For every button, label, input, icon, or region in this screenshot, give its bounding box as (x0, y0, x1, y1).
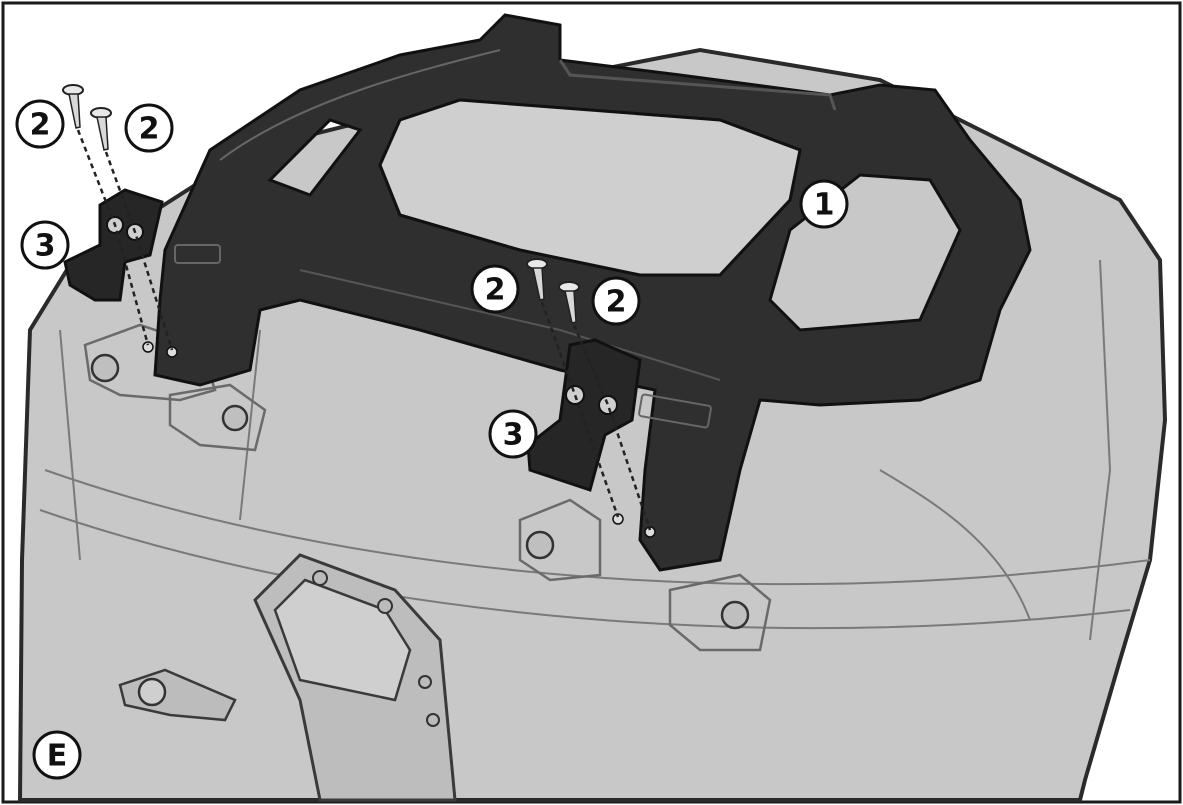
latch-bolt (312, 570, 328, 586)
callout-screw-c: 2 (470, 264, 520, 314)
case-panel-line-2 (239, 329, 261, 521)
recess-right (518, 498, 602, 582)
callout-screw-c-label: 2 (485, 273, 506, 308)
screw-shank (68, 93, 81, 129)
callout-rack-label: 1 (814, 188, 835, 223)
guide-line (540, 301, 620, 518)
screw-left-1 (62, 84, 84, 129)
screw-left-2 (90, 107, 112, 151)
screw-shank (532, 267, 545, 301)
case-edge-line-right (1089, 259, 1112, 641)
latch-inner (273, 578, 412, 702)
callout-bracket-left: 3 (20, 220, 70, 270)
guide-line (572, 324, 652, 531)
rack-window-panel (378, 98, 802, 277)
callout-screw-a: 2 (15, 99, 65, 149)
rack-highlight-2 (299, 269, 721, 381)
recess-right-2-hole (720, 600, 750, 630)
case-edge-line (59, 329, 81, 561)
recess-right-2 (668, 573, 772, 652)
callout-screw-a-label: 2 (30, 108, 51, 143)
recess-left-2 (168, 383, 267, 452)
figure-step-label: E (32, 730, 82, 780)
callout-screw-d: 2 (591, 276, 641, 326)
guide-line (104, 151, 174, 351)
rack-foot-hole-left-1 (142, 341, 154, 353)
guide-line (76, 129, 150, 346)
recess-left (83, 323, 217, 402)
screw-right-2 (558, 281, 580, 324)
rack-handle-bar (558, 59, 837, 111)
latch-bolt-4 (426, 713, 440, 727)
callout-bracket-left-label: 3 (35, 229, 56, 264)
bracket-right (526, 338, 642, 492)
assembly-guides (76, 129, 652, 531)
screw-shank (96, 116, 109, 151)
callout-screw-b-label: 2 (139, 112, 160, 147)
rack-slot-left (174, 244, 221, 264)
rack-foot-hole-right-2 (644, 526, 656, 538)
callout-bracket-right-label: 3 (503, 418, 524, 453)
rack-highlight (219, 49, 501, 161)
lid-seam-lower (39, 509, 1131, 630)
screw-right-1 (526, 258, 548, 301)
recess-left-hole (90, 353, 120, 383)
screw-shank (564, 290, 577, 324)
bracket-right-hole-1 (565, 385, 585, 405)
rack-foot-hole-left-2 (166, 346, 178, 358)
bracket-left-shape (63, 188, 164, 302)
latch-bolt-2 (377, 598, 393, 614)
bracket-right-hole-2 (598, 395, 618, 415)
case-panel-line (879, 469, 1031, 621)
callout-screw-b: 2 (124, 103, 174, 153)
side-lock-cylinder (137, 677, 167, 707)
bracket-right-shape (526, 338, 642, 492)
recess-left-2-hole (221, 404, 249, 432)
figure-step-letter: E (47, 739, 68, 774)
recess-right-hole (525, 530, 555, 560)
latch-bolt-3 (418, 675, 432, 689)
luggage-rack (142, 13, 1032, 572)
lid-seam (44, 469, 1151, 586)
callout-bracket-right: 3 (488, 409, 538, 459)
callout-screw-d-label: 2 (606, 285, 627, 320)
callout-rack: 1 (799, 179, 849, 229)
rack-slot-right (638, 393, 712, 429)
